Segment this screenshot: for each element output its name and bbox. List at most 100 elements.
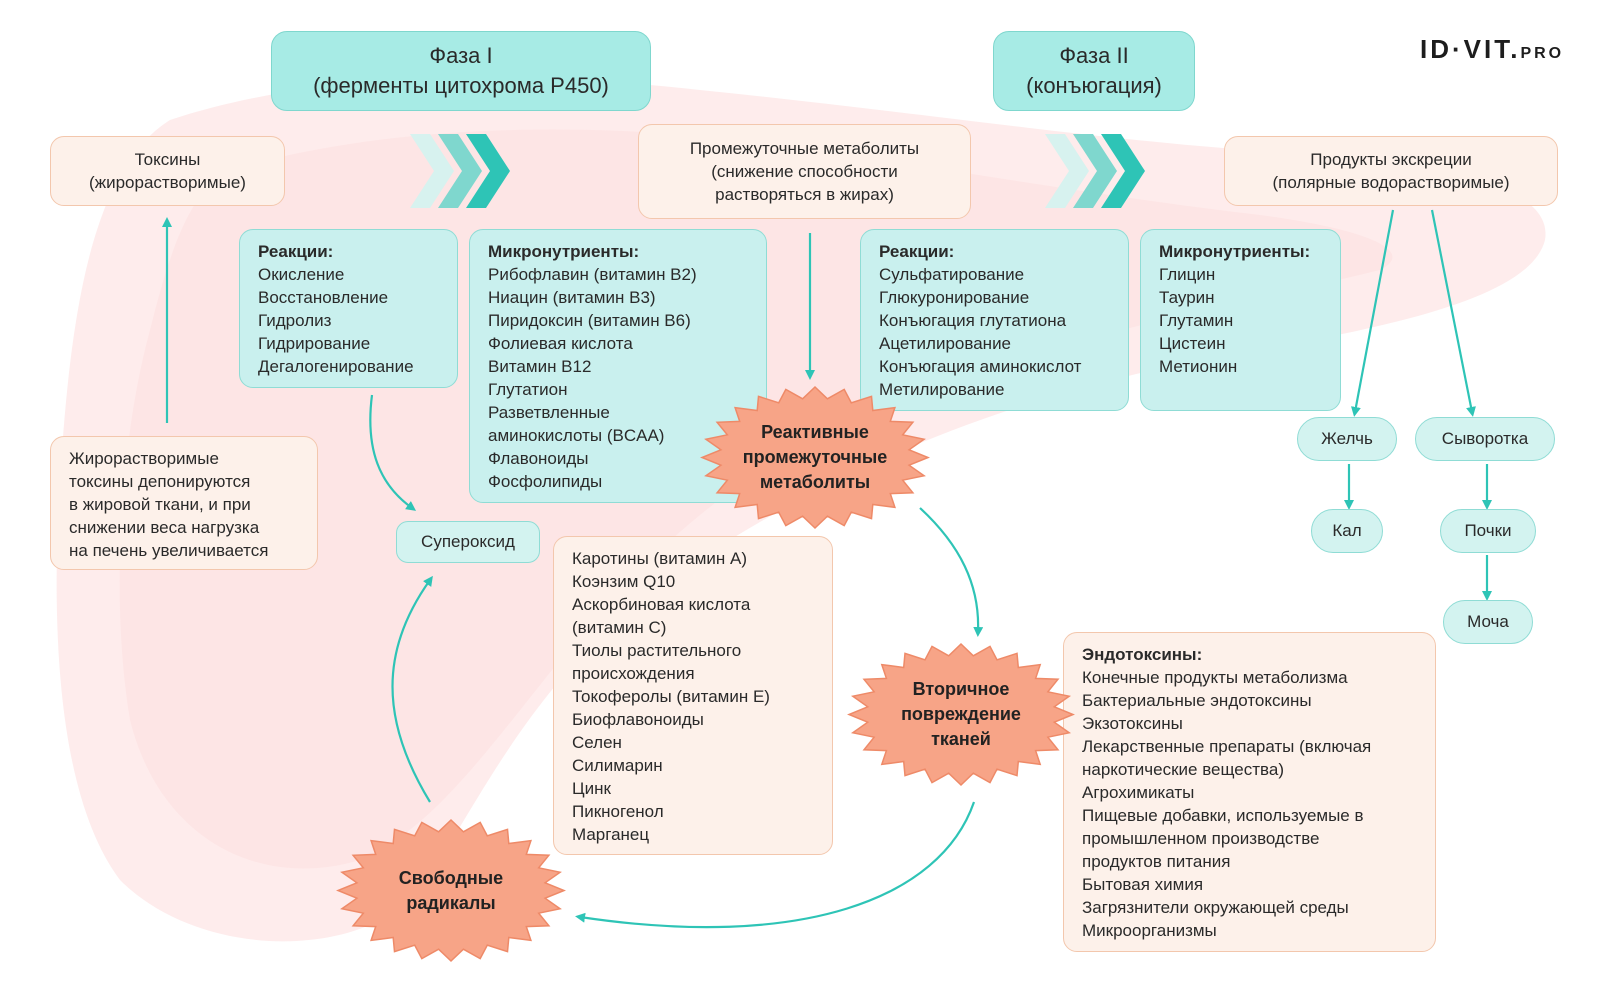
starburst-shape (847, 642, 1075, 787)
antioxidant-item: Силимарин (572, 756, 663, 775)
phase-1-subtitle: (ферменты цитохрома P450) (313, 73, 609, 98)
reaction-item: Ацетилирование (879, 334, 1012, 353)
burst-reactive-line-2: промежуточные (742, 447, 888, 467)
reactive-metabolites-burst: Реактивные промежуточные метаболиты (700, 385, 930, 530)
phase-2-subtitle: (конъюгация) (1026, 73, 1162, 98)
secondary-tissue-damage-burst: Вторичное повреждение тканей (847, 642, 1075, 787)
phase-1-title: Фаза I (429, 43, 493, 68)
note-line: в жировой ткани, и при (69, 495, 251, 514)
micronutrient-item: Разветвленные (488, 403, 610, 422)
reactions-2-heading: Реакции: (879, 242, 955, 261)
endotoxin-item: Загрязнители окружающей среды (1082, 898, 1349, 917)
starburst-shape (336, 818, 566, 963)
endotoxin-item: Бытовая химия (1082, 875, 1204, 894)
endotoxin-item: Экзотоксины (1082, 714, 1183, 733)
intermediate-metabolites-box: Промежуточные метаболиты (снижение спосо… (638, 124, 971, 219)
arrow-excretion-to-bile (1351, 209, 1395, 417)
antioxidant-item: Марганец (572, 825, 650, 844)
endotoxins-heading: Эндотоксины: (1082, 645, 1203, 664)
micronutrient-item: Рибофлавин (витамин B2) (488, 265, 697, 284)
antioxidant-item: Селен (572, 733, 622, 752)
phase-2-reactions-box: Реакции: Сульфатирование Глюкуронировани… (860, 229, 1129, 411)
starburst-shape (700, 385, 930, 530)
micronutrients-2-heading: Микронутриенты: (1159, 242, 1311, 261)
phase-1-header: Фаза I (ферменты цитохрома P450) (271, 31, 651, 111)
note-line: токсины депонируются (69, 472, 251, 491)
endotoxin-item: Агрохимикаты (1082, 783, 1195, 802)
endotoxins-box: Эндотоксины: Конечные продукты метаболиз… (1063, 632, 1436, 952)
bile-node: Желчь (1297, 417, 1397, 461)
reaction-item: Гидролиз (258, 311, 332, 330)
endotoxin-item: Конечные продукты метаболизма (1082, 668, 1348, 687)
arrow-radicals-to-superoxide (391, 575, 433, 803)
phase-1-reactions-box: Реакции: Окисление Восстановление Гидрол… (239, 229, 458, 388)
micronutrient-item: Пиридоксин (витамин B6) (488, 311, 691, 330)
antioxidant-item: Каротины (витамин A) (572, 549, 748, 568)
starburst-polygon (847, 642, 1075, 787)
micronutrients-1-heading: Микронутриенты: (488, 242, 640, 261)
toxins-subtitle: (жирорастворимые) (89, 173, 246, 192)
burst-reactive-line-1: Реактивные (761, 422, 869, 442)
micronutrient-item: Таурин (1159, 288, 1215, 307)
endotoxin-item: продуктов питания (1082, 852, 1231, 871)
intermediate-line-2: (снижение способности (711, 162, 898, 181)
micronutrient-item: Витамин B12 (488, 357, 592, 376)
chevron-arrow-icon (1045, 134, 1145, 208)
phase-2-title: Фаза II (1059, 43, 1129, 68)
antioxidant-item: происхождения (572, 664, 695, 683)
burst-secondary-line-2: повреждение (901, 704, 1021, 724)
antioxidant-item: Аскорбиновая кислота (572, 595, 751, 614)
free-radicals-burst: Свободные радикалы (336, 818, 566, 963)
micronutrient-item: Глицин (1159, 265, 1216, 284)
burst-reactive-line-3: метаболиты (759, 472, 871, 492)
antioxidant-item: Пикногенол (572, 802, 664, 821)
antioxidants-box: Каротины (витамин A) Коэнзим Q10 Аскорби… (553, 536, 833, 855)
endotoxin-item: Микроорганизмы (1082, 921, 1217, 940)
reaction-item: Конъюгация глутатиона (879, 311, 1067, 330)
antioxidant-item: Биофлавоноиды (572, 710, 704, 729)
excretion-subtitle: (полярные водорастворимые) (1272, 173, 1510, 192)
note-line: снижении веса нагрузка (69, 518, 260, 537)
serum-node: Сыворотка (1415, 417, 1555, 461)
toxins-title: Токсины (134, 150, 201, 169)
micronutrient-item: Флавоноиды (488, 449, 589, 468)
burst-radicals-line-1: Свободные (398, 867, 504, 888)
micronutrient-item: Глутамин (1159, 311, 1234, 330)
arrow-reactive-to-secondary (919, 507, 984, 637)
reaction-item: Конъюгация аминокислот (879, 357, 1082, 376)
phase-2-header: Фаза II (конъюгация) (993, 31, 1195, 111)
micronutrient-item: Фолиевая кислота (488, 334, 633, 353)
endotoxin-item: промышленном производстве (1082, 829, 1320, 848)
micronutrient-item: Фосфолипиды (488, 472, 603, 491)
reactions-1-heading: Реакции: (258, 242, 334, 261)
endotoxin-item: Бактериальные эндотоксины (1082, 691, 1312, 710)
toxins-box: Токсины (жирорастворимые) (50, 136, 285, 206)
logo-main: ID·VIT. (1420, 34, 1521, 64)
excretion-title: Продукты экскреции (1310, 150, 1472, 169)
antioxidant-item: Тиолы растительного (572, 641, 742, 660)
fat-storage-note-box: Жирорастворимые токсины депонируются в ж… (50, 436, 318, 570)
urine-node: Моча (1443, 600, 1533, 644)
burst-secondary-line-1: Вторичное (912, 679, 1010, 699)
intermediate-title: Промежуточные метаболиты (689, 139, 920, 158)
endotoxin-item: наркотические вещества) (1082, 760, 1284, 779)
logo-suffix: PRO (1520, 45, 1565, 62)
micronutrient-item: аминокислоты (BCAA) (488, 426, 665, 445)
starburst-polygon (336, 818, 566, 963)
intermediate-line-3: растворяться в жирах) (715, 185, 894, 204)
arrow-excretion-to-serum (1430, 209, 1476, 417)
antioxidant-item: Токоферолы (витамин E) (572, 687, 770, 706)
chevron-arrow-icon (410, 134, 510, 208)
micronutrient-item: Глутатион (488, 380, 568, 399)
burst-radicals-line-2: радикалы (406, 892, 496, 913)
feces-node: Кал (1311, 509, 1383, 553)
superoxide-label: Супероксид (396, 521, 540, 563)
reaction-item: Гидрирование (258, 334, 371, 353)
note-line: Жирорастворимые (69, 449, 219, 468)
arrow-reactions-to-superoxide (369, 394, 417, 511)
micronutrient-item: Метионин (1159, 357, 1238, 376)
idvit-logo: ID·VIT.PRO (1420, 34, 1564, 65)
reaction-item: Метилирование (879, 380, 1005, 399)
starburst-polygon (700, 385, 930, 530)
reaction-item: Восстановление (258, 288, 389, 307)
